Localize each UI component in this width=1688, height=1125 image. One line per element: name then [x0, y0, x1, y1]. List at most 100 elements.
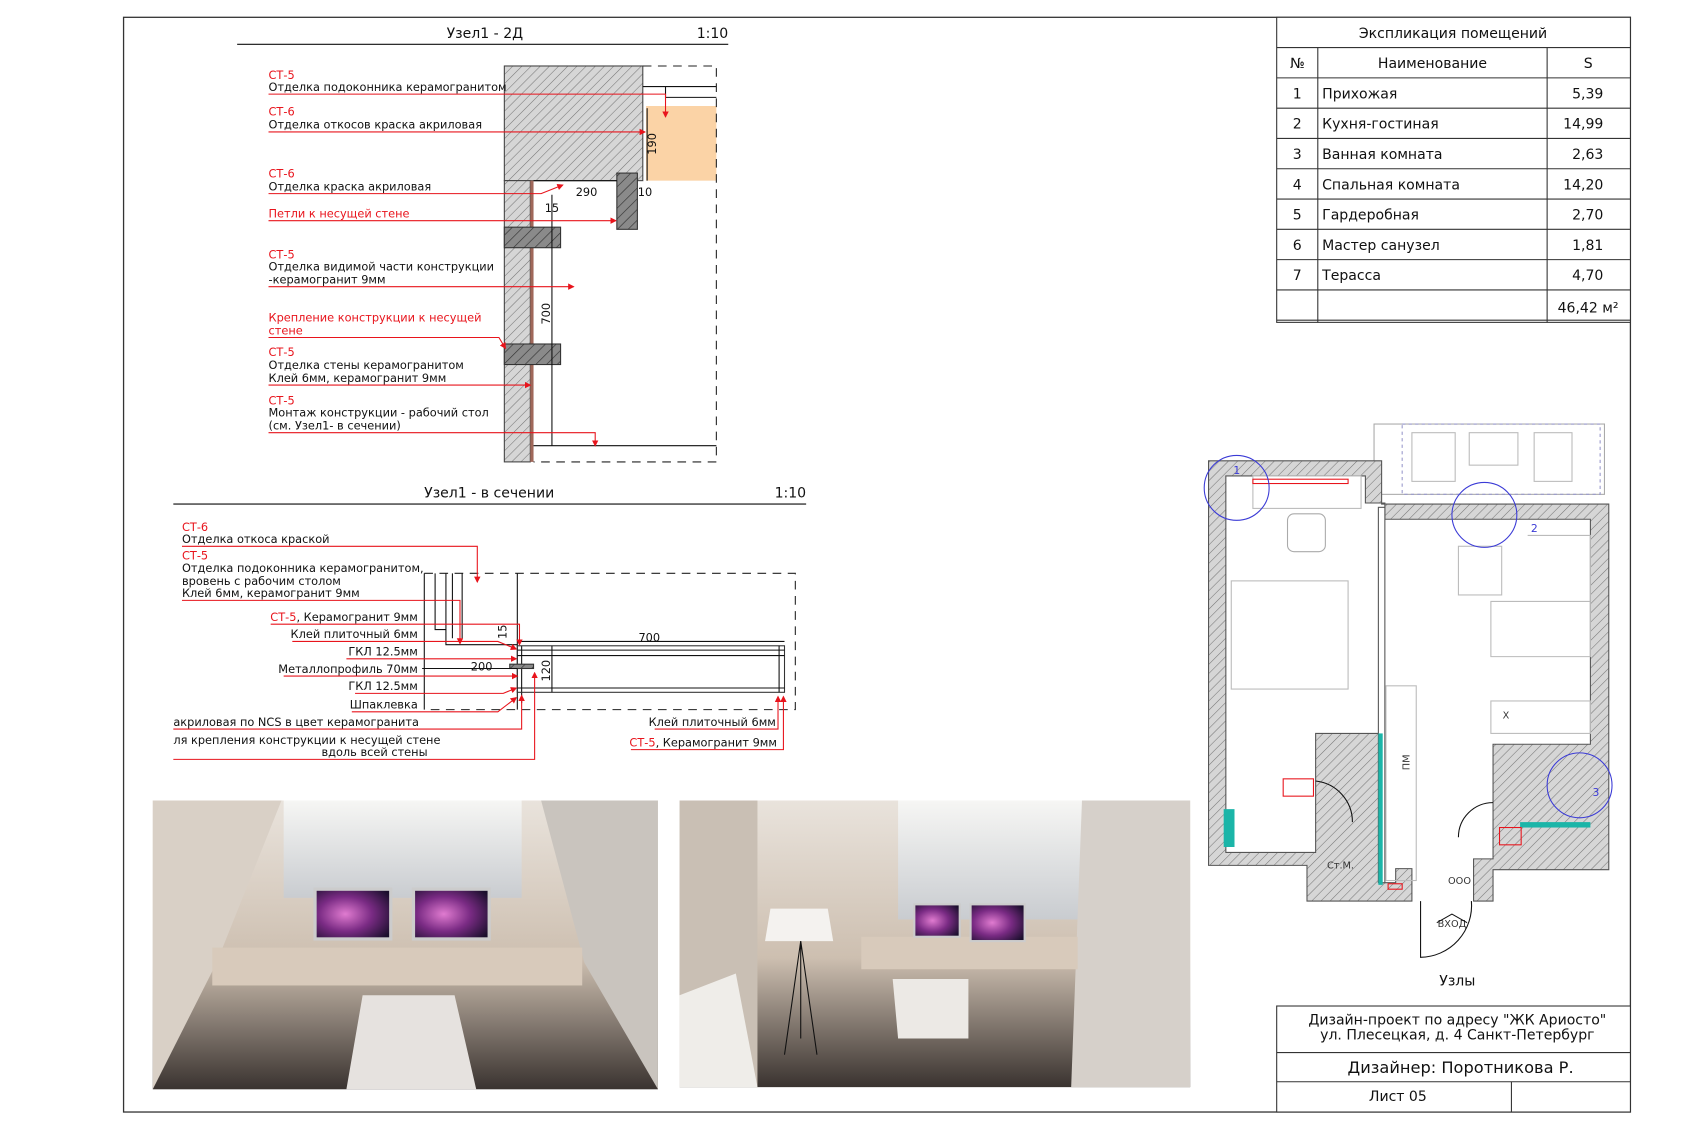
- callout-text: Клей 6мм, керамогранит 9мм: [182, 586, 360, 600]
- table-row: 7 Терасса 4,70: [1293, 268, 1604, 284]
- callout-text: Шпаклевка: [350, 698, 418, 712]
- room-number: 6: [1293, 238, 1302, 254]
- room-area: 1,81: [1572, 238, 1603, 254]
- callout-code: СТ-5: [270, 610, 296, 624]
- node-marker-1: 1: [1233, 464, 1240, 477]
- callout-code: СТ-5: [629, 735, 655, 749]
- render-photo-2: [679, 800, 1191, 1088]
- designer-name: Дизайнер: Поротникова Р.: [1348, 1058, 1574, 1077]
- callout-text: вдоль всей стены: [321, 745, 427, 759]
- table-row: 1 Прихожая 5,39: [1293, 86, 1604, 102]
- callout-code: СТ-5: [269, 248, 295, 262]
- title-block: Дизайн-проект по адресу "ЖК Ариосто" ул.…: [1276, 1005, 1631, 1113]
- detail-section: Узел1 - в сечении 1:10 700 200 120 15 СТ…: [173, 486, 807, 760]
- sheet-number: Лист 05: [1369, 1089, 1427, 1105]
- callout-text: ля крепления конструкции к несущей стене: [173, 733, 440, 747]
- callout-text: акриловая по NCS в цвет керамогранита: [173, 715, 419, 729]
- table-row: 2 Кухня-гостиная 14,99: [1293, 117, 1604, 133]
- callout-code: СТ-5: [269, 68, 295, 82]
- node-marker-2: 2: [1531, 522, 1538, 535]
- room-number: 1: [1293, 86, 1302, 102]
- callout-text: Отделка подоконника керамогранитом,: [182, 561, 424, 575]
- dim-290: 290: [576, 185, 598, 199]
- detail-2d: Узел1 - 2Д 1:10 290 10 15 190 700 СТ-5 О…: [237, 26, 729, 463]
- table-row: 6 Мастер санузел 1,81: [1293, 238, 1604, 254]
- callout-text: ГКЛ 12.5мм: [348, 645, 417, 659]
- room-name: Мастер санузел: [1322, 238, 1440, 254]
- room-number: 4: [1293, 177, 1302, 193]
- table-row: 4 Спальная комната 14,20: [1293, 177, 1604, 193]
- column-header-area: S: [1584, 56, 1593, 72]
- window-frame-fill: [646, 106, 717, 181]
- room-number: 2: [1293, 117, 1302, 133]
- callout-text: ГКЛ 12.5мм: [348, 679, 417, 693]
- room-area: 2,63: [1572, 147, 1603, 163]
- floor-plan: 1 2 3 ПМ Ст.М. ВХОД X ООО Узлы: [1203, 423, 1613, 989]
- room-number: 5: [1293, 208, 1302, 224]
- room-name: Кухня-гостиная: [1322, 117, 1439, 133]
- dim-120: 120: [539, 660, 553, 682]
- dim-190: 190: [645, 133, 659, 155]
- callout-text: Клей плиточный 6мм: [291, 627, 418, 641]
- plan-caption: Узлы: [1439, 973, 1475, 989]
- render-photo-1: [152, 800, 658, 1090]
- callout-code: СТ-5: [182, 548, 208, 562]
- callout-text: Клей плиточный 6мм: [649, 715, 776, 729]
- explication-table: Экспликация помещений № Наименование S 1…: [1276, 16, 1631, 323]
- room-area: 14,20: [1563, 177, 1603, 193]
- room-area: 4,70: [1572, 268, 1603, 284]
- room-name: Спальная комната: [1322, 177, 1460, 193]
- label-x: X: [1503, 710, 1510, 721]
- dim-200: 200: [471, 660, 493, 674]
- callout-code: СТ-5: [269, 345, 295, 359]
- room-name: Терасса: [1321, 268, 1381, 284]
- project-address-line2: ул. Плесецкая, д. 4 Санкт-Петербург: [1320, 1028, 1594, 1044]
- callout-code: СТ-6: [182, 520, 208, 534]
- project-address-line1: Дизайн-проект по адресу "ЖК Ариосто": [1308, 1012, 1606, 1028]
- callout-text: Отделка видимой части конструкции: [269, 259, 495, 273]
- callout-text: Отделка стены керамогранитом: [269, 358, 464, 372]
- column-header-number: №: [1290, 56, 1305, 72]
- callout-text: Металлопрофиль 70мм: [278, 662, 418, 676]
- callout-code: СТ-6: [269, 166, 295, 180]
- label-ooo: ООО: [1448, 876, 1471, 887]
- callout-text: , Керамогранит 9мм: [656, 735, 777, 749]
- room-area: 5,39: [1572, 86, 1603, 102]
- callout-red: Петли к несущей стене: [269, 206, 410, 220]
- label-pm: ПМ: [1402, 754, 1413, 770]
- label-entrance: ВХОД: [1438, 919, 1467, 930]
- room-area: 14,99: [1563, 117, 1603, 133]
- detail-section-title: Узел1 - в сечении: [424, 486, 554, 502]
- callout-red: стене: [269, 323, 303, 337]
- callout-text: (см. Узел1- в сечении): [269, 418, 401, 432]
- detail-2d-scale: 1:10: [697, 26, 729, 42]
- callout-ceramic-right: СТ-5, Керамогранит 9мм: [629, 735, 777, 749]
- node-marker-3: 3: [1593, 786, 1600, 799]
- dim-15: 15: [496, 625, 510, 639]
- callout-text: вровень с рабочим столом: [182, 574, 341, 588]
- room-number: 7: [1293, 268, 1302, 284]
- detail-section-scale: 1:10: [775, 486, 807, 502]
- room-number: 3: [1293, 147, 1302, 163]
- dim-700: 700: [638, 630, 660, 644]
- callout-text: -керамогранит 9мм: [269, 272, 386, 286]
- callout-ceramic: СТ-5, Керамогранит 9мм: [270, 610, 418, 624]
- room-name: Ванная комната: [1322, 147, 1442, 163]
- table-row: 3 Ванная комната 2,63: [1293, 147, 1604, 163]
- room-name: Прихожая: [1322, 86, 1397, 102]
- detail-2d-title: Узел1 - 2Д: [447, 26, 524, 42]
- callout-red: Крепление конструкции к несущей: [269, 310, 482, 324]
- dim-700: 700: [539, 303, 553, 325]
- callout-text: , Керамогранит 9мм: [296, 610, 417, 624]
- label-washer: Ст.М.: [1327, 861, 1354, 872]
- callout-code: СТ-6: [269, 105, 295, 119]
- room-area: 2,70: [1572, 208, 1603, 224]
- callout-text: Отделка краска акриловая: [269, 179, 432, 193]
- dim-15: 15: [545, 201, 559, 215]
- dim-10: 10: [638, 185, 652, 199]
- callout-text: Отделка подоконника керамогранитом: [269, 80, 507, 94]
- callout-text: Монтаж конструкции - рабочий стол: [269, 405, 489, 419]
- callout-code: СТ-5: [269, 394, 295, 408]
